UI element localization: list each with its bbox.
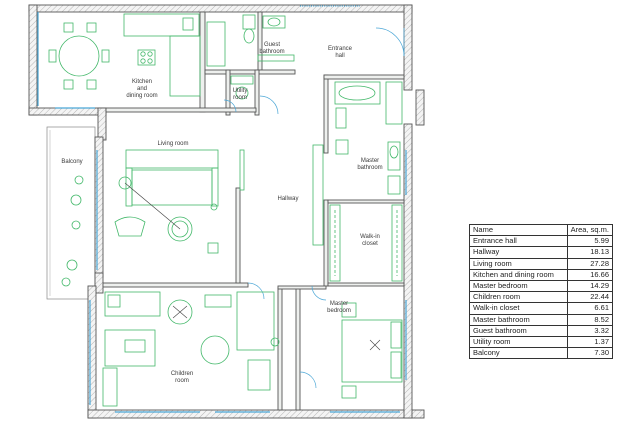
row-area: 3.32 [566, 324, 614, 337]
row-area: 8.52 [566, 313, 614, 326]
children-furniture [102, 291, 280, 407]
label-master-bathroom-1: Master [361, 158, 379, 164]
row-name: Entrance hall [469, 235, 568, 248]
row-area: 22.44 [566, 291, 614, 304]
walls [28, 4, 425, 419]
row-area: 7.30 [566, 347, 614, 360]
row-name: Living room [469, 257, 568, 270]
row-name: Utility room [469, 335, 568, 349]
label-living: Living room [157, 141, 188, 147]
label-hallway: Hallway [277, 196, 298, 202]
master-bathroom-fixtures [334, 81, 403, 195]
master-bedroom-furniture [341, 302, 403, 399]
row-area: 1.37 [566, 335, 614, 349]
label-entrance-1: Entrance [328, 46, 353, 52]
doors [223, 27, 405, 389]
label-guest-bathroom-1: Guest [264, 42, 280, 48]
label-utility-2: room [233, 95, 247, 101]
row-name: Master bathroom [469, 313, 568, 326]
row-name: Guest bathroom [469, 324, 568, 337]
windows [37, 5, 407, 413]
label-utility-1: Utility [233, 88, 248, 94]
label-master-bathroom-2: bathroom [357, 165, 382, 171]
header-name: Name [469, 223, 568, 237]
hallway-furniture [312, 144, 324, 246]
guest-bathroom-fixtures [206, 14, 295, 67]
table-header: Name Area, sq.m. [469, 223, 614, 237]
room-labels: Kitchen and dining room Guest bathroom E… [61, 42, 382, 384]
row-name: Children room [469, 291, 568, 304]
balcony-plants [61, 175, 84, 287]
row-name: Balcony [469, 347, 568, 360]
label-children-2: room [175, 378, 189, 384]
row-name: Walk-in closet [469, 302, 568, 315]
balcony-outline [46, 126, 96, 300]
label-kitchen-2: and [137, 86, 147, 92]
label-children-1: Children [171, 371, 193, 377]
row-name: Kitchen and dining room [469, 268, 568, 281]
label-kitchen-3: dining room [126, 93, 157, 99]
row-area: 5.99 [566, 235, 614, 248]
row-area: 14.29 [566, 279, 614, 293]
row-area: 27.28 [566, 257, 614, 270]
label-walkin-2: closet [362, 241, 378, 247]
row-name: Hallway [469, 246, 568, 259]
row-name: Master bedroom [469, 279, 568, 293]
walkin-furniture [329, 204, 403, 282]
row-area: 16.66 [566, 268, 614, 281]
utility-fixtures [230, 75, 254, 100]
living-furniture [114, 149, 245, 254]
label-balcony: Balcony [61, 159, 82, 165]
header-area: Area, sq.m. [566, 223, 614, 237]
label-walkin-1: Walk-in [360, 234, 380, 240]
label-master-bedroom-1: Master [330, 301, 348, 307]
label-guest-bathroom-2: bathroom [259, 49, 284, 55]
row-area: 6.61 [566, 302, 614, 315]
label-entrance-2: hall [335, 53, 344, 59]
label-kitchen-1: Kitchen [132, 79, 152, 85]
row-area: 18.13 [566, 246, 614, 259]
kitchen-furniture [48, 13, 201, 97]
label-master-bedroom-2: bedroom [327, 308, 351, 314]
